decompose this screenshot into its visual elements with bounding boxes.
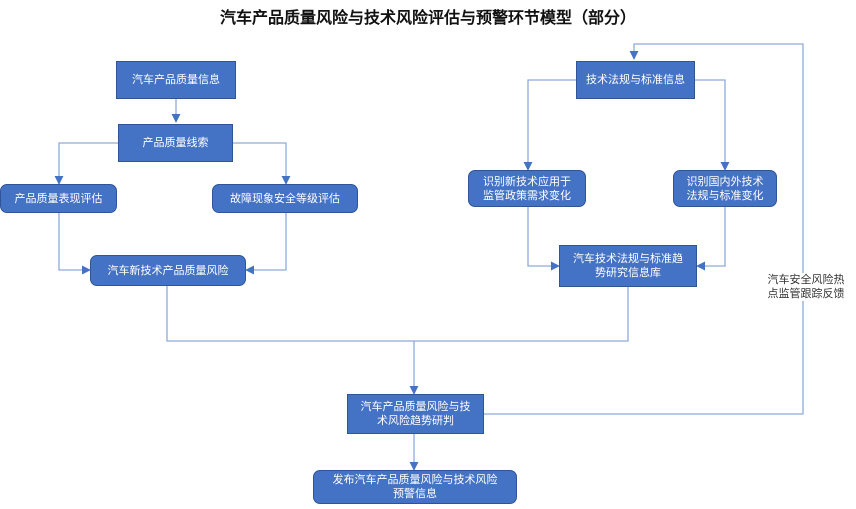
edge-regulation-to-new-tech [523, 79, 576, 171]
edge-db-to-merge [414, 287, 629, 342]
node-product-quality-info: 汽车产品质量信息 [116, 61, 236, 99]
node-publish-warning: 发布汽车产品质量风险与技术风险 预警信息 [313, 470, 517, 504]
diagram-title: 汽车产品质量风险与技术风险评估与预警环节模型（部分） [219, 8, 636, 27]
edge-regulation-to-domestic [695, 79, 730, 171]
node-defect-safety-level-eval: 故障现象安全等级评估 [212, 184, 358, 213]
edge-safety-level-to-risk [245, 213, 287, 275]
edge-performance-to-risk [58, 213, 91, 275]
node-identify-new-tech-policy: 识别新技术应用于 监管政策需求变化 [468, 170, 586, 207]
node-identify-domestic-foreign: 识别国内外技术 法规与标准变化 [673, 170, 777, 207]
edge-domestic-to-db [696, 207, 726, 271]
edge-clue-to-safety-level [233, 142, 291, 185]
edge-feedback-loop [484, 43, 804, 415]
node-new-tech-quality-risk: 汽车新技术产品质量风险 [90, 255, 246, 286]
feedback-label: 汽车安全风险热 点监管跟踪反馈 [760, 273, 852, 301]
edge-new-tech-to-db [527, 207, 560, 271]
node-tech-regulation-info: 技术法规与标准信息 [576, 61, 695, 99]
node-risk-trend-judgment: 汽车产品质量风险与技 术风险趋势研判 [347, 394, 484, 434]
node-quality-performance-eval: 产品质量表现评估 [0, 184, 117, 213]
edge-clue-to-performance [54, 142, 118, 185]
edge-risk-to-merge [166, 286, 414, 342]
node-product-quality-clue: 产品质量线索 [118, 124, 233, 162]
node-tech-regulation-trend-db: 汽车技术法规与标准趋 势研究信息库 [559, 245, 697, 287]
